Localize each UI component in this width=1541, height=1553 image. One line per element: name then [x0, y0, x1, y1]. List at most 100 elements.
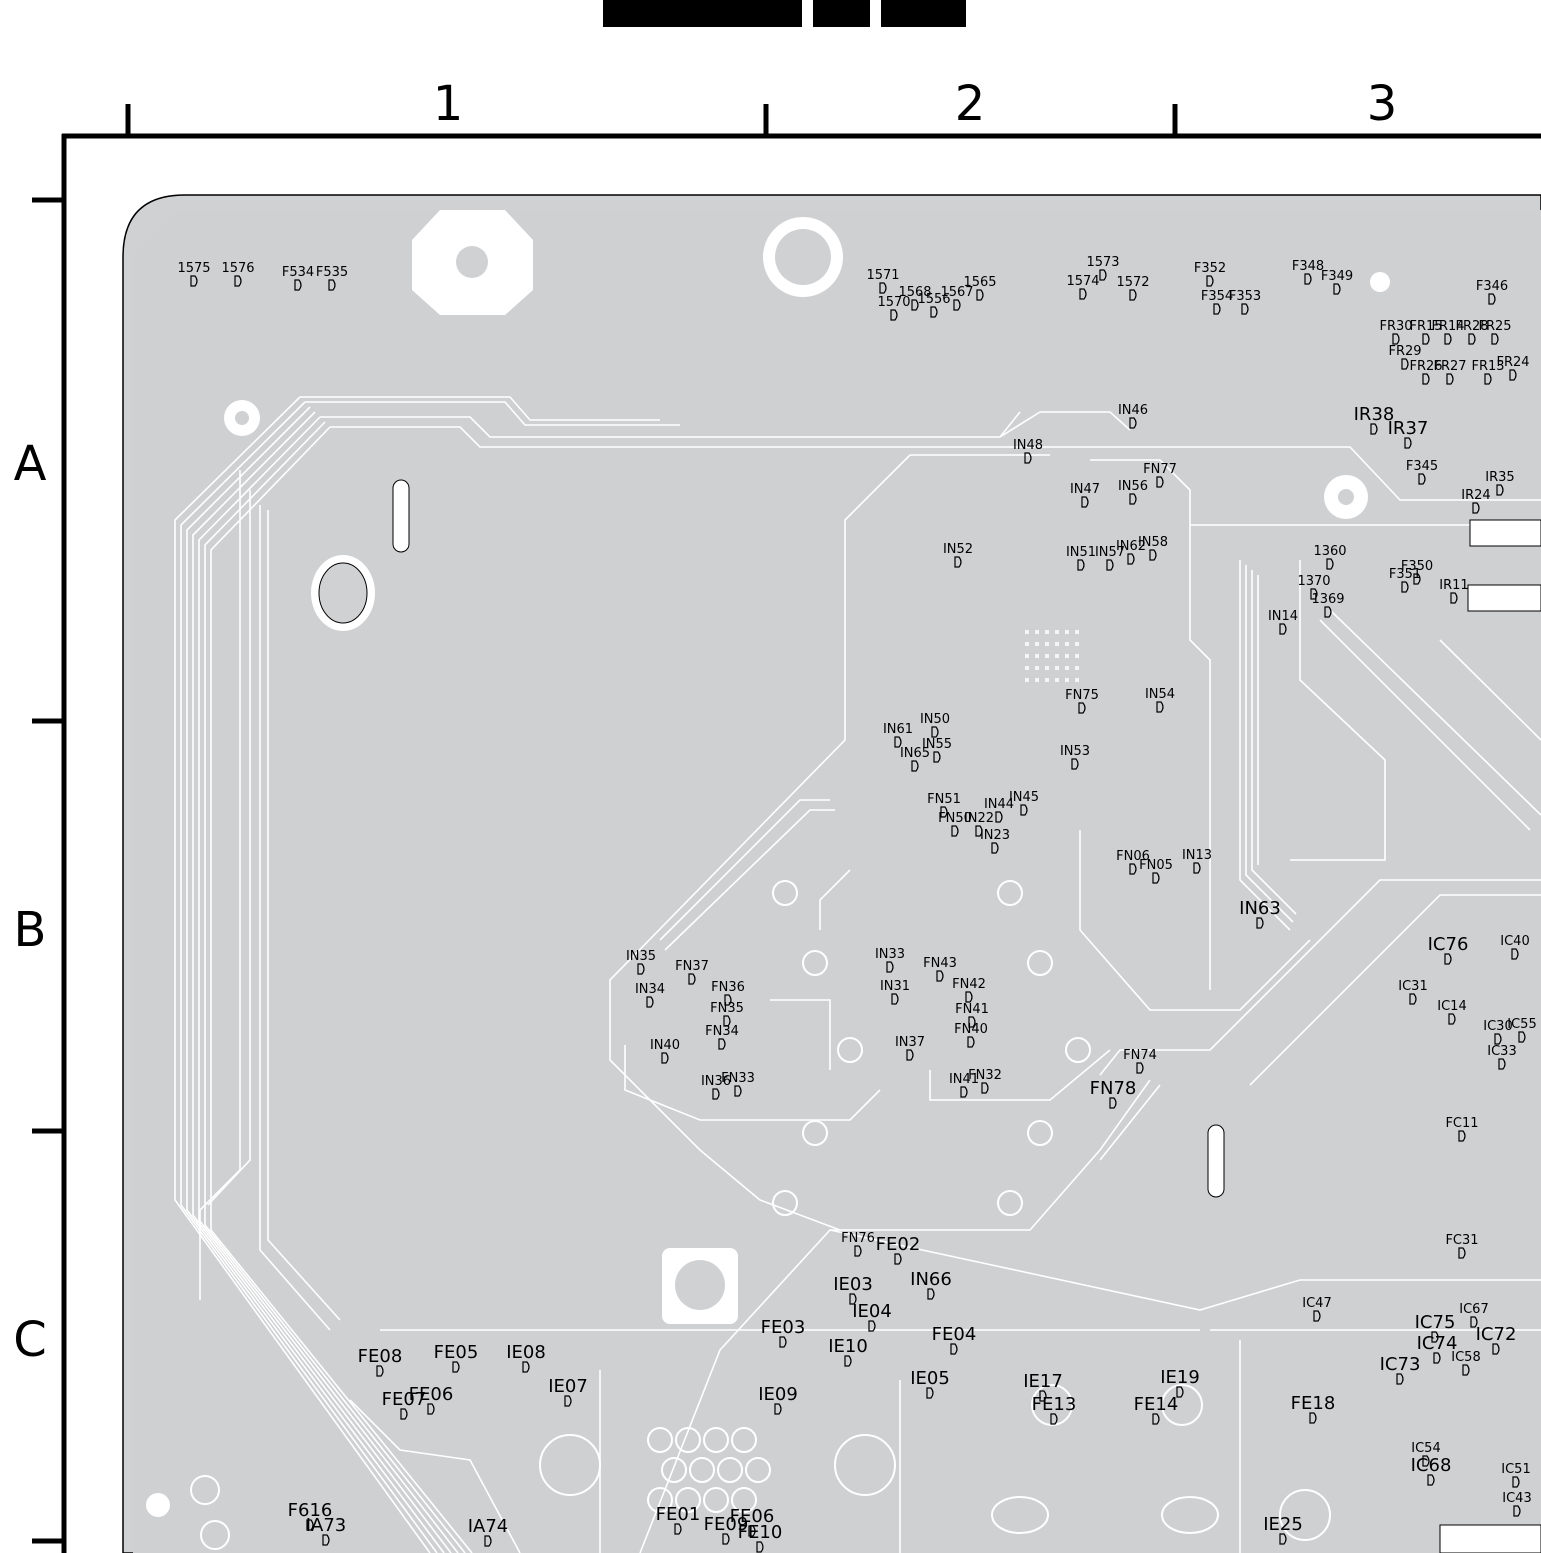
component-marker [1078, 702, 1086, 714]
component-label-in52: IN52 [943, 542, 973, 557]
component-label-1568: 1568 [898, 285, 931, 300]
component-marker [1431, 1331, 1439, 1343]
component-label-ie09: IE09 [758, 1384, 798, 1405]
component-marker [1152, 872, 1160, 884]
component-marker [1404, 437, 1412, 449]
component-marker [1518, 1031, 1526, 1043]
component-label-ie10: IE10 [828, 1336, 868, 1357]
component-label-ic67: IC67 [1459, 1302, 1488, 1317]
component-marker [294, 279, 302, 291]
component-marker [484, 1535, 492, 1547]
component-marker [891, 993, 899, 1005]
component-marker [995, 811, 1003, 823]
component-marker [936, 970, 944, 982]
component-marker [1256, 917, 1264, 929]
component-marker [1024, 452, 1032, 464]
connector-blocks [1439, 519, 1541, 1553]
component-marker [933, 751, 941, 763]
component-marker [646, 996, 654, 1008]
component-label-f348: F348 [1292, 259, 1324, 274]
component-marker [1279, 623, 1287, 635]
component-label-ic72: IC72 [1476, 1324, 1517, 1345]
component-marker [1099, 269, 1107, 281]
component-marker [1512, 1476, 1520, 1488]
component-label-ic58: IC58 [1451, 1350, 1480, 1365]
component-marker [1071, 758, 1079, 770]
component-marker [376, 1365, 384, 1377]
component-marker [723, 1015, 731, 1027]
component-label-in47: IN47 [1070, 482, 1100, 497]
component-marker [890, 309, 898, 321]
row-label-a: A [14, 436, 47, 492]
component-marker [1496, 484, 1504, 496]
component-label-ie03: IE03 [833, 1274, 873, 1295]
component-marker [1310, 588, 1318, 600]
component-label-fn75: FN75 [1065, 688, 1099, 703]
component-marker [1152, 1413, 1160, 1425]
column-label-1: 1 [433, 76, 464, 132]
component-marker [894, 736, 902, 748]
mounting-holes [146, 210, 1390, 1517]
component-marker [190, 275, 198, 287]
component-marker [1422, 1455, 1430, 1467]
component-label-in58: IN58 [1138, 535, 1168, 550]
component-label-in54: IN54 [1145, 687, 1175, 702]
component-label-in41: IN41 [949, 1072, 979, 1087]
component-label-in36: IN36 [701, 1074, 731, 1089]
component-label-in35: IN35 [626, 949, 656, 964]
component-label-fn76: FN76 [841, 1231, 875, 1246]
grid-frame [32, 104, 1541, 1553]
component-label-ia73: IA73 [306, 1515, 347, 1536]
component-label-1567: 1567 [940, 285, 973, 300]
component-label-ir38: IR38 [1354, 404, 1395, 425]
component-marker [951, 825, 959, 837]
row-label-b: B [14, 902, 47, 958]
component-marker [1149, 549, 1157, 561]
component-marker [1193, 862, 1201, 874]
component-label-ie04: IE04 [852, 1301, 892, 1322]
component-marker [322, 1534, 330, 1546]
component-marker [1446, 373, 1454, 385]
component-label-fe10: FE10 [738, 1522, 783, 1543]
component-label-ir37: IR37 [1388, 418, 1429, 439]
component-marker [774, 1403, 782, 1415]
component-marker [427, 1403, 435, 1415]
component-marker [1129, 493, 1137, 505]
column-label-2: 2 [955, 76, 986, 132]
component-label-fn74: FN74 [1123, 1048, 1157, 1063]
component-label-ic40: IC40 [1500, 934, 1529, 949]
component-label-1576: 1576 [221, 261, 254, 276]
component-label-ie17: IE17 [1023, 1371, 1063, 1392]
component-label-fe02: FE02 [876, 1234, 921, 1255]
component-label-fn78: FN78 [1090, 1078, 1137, 1099]
component-label-in45: IN45 [1009, 790, 1039, 805]
pcb-inner-area [133, 210, 1541, 1553]
component-marker [1241, 303, 1249, 315]
component-label-fn40: FN40 [954, 1022, 988, 1037]
component-label-ic30: IC30 [1483, 1019, 1512, 1034]
component-label-in66: IN66 [910, 1269, 952, 1290]
component-label-fe01: FE01 [656, 1504, 701, 1525]
component-label-fr15: FR15 [1409, 319, 1442, 334]
component-marker [688, 973, 696, 985]
pcb-traces [174, 396, 1541, 1553]
component-marker [1444, 333, 1452, 345]
component-label-fc31: FC31 [1445, 1233, 1478, 1248]
component-marker [1127, 553, 1135, 565]
component-marker [1206, 275, 1214, 287]
component-label-ic68: IC68 [1411, 1455, 1452, 1476]
component-label-1565: 1565 [963, 275, 996, 290]
component-marker [718, 1038, 726, 1050]
component-marker [1491, 333, 1499, 345]
component-label-fe05: FE05 [434, 1342, 479, 1363]
row-label-c: C [13, 1312, 47, 1368]
component-label-in56: IN56 [1118, 479, 1148, 494]
component-label-ic76: IC76 [1428, 934, 1469, 955]
component-marker [1109, 1097, 1117, 1109]
component-label-ic33: IC33 [1487, 1044, 1516, 1059]
component-marker [968, 1016, 976, 1028]
component-marker [306, 1519, 314, 1531]
component-label-fr25: FR25 [1478, 319, 1511, 334]
component-marker [1433, 1352, 1441, 1364]
